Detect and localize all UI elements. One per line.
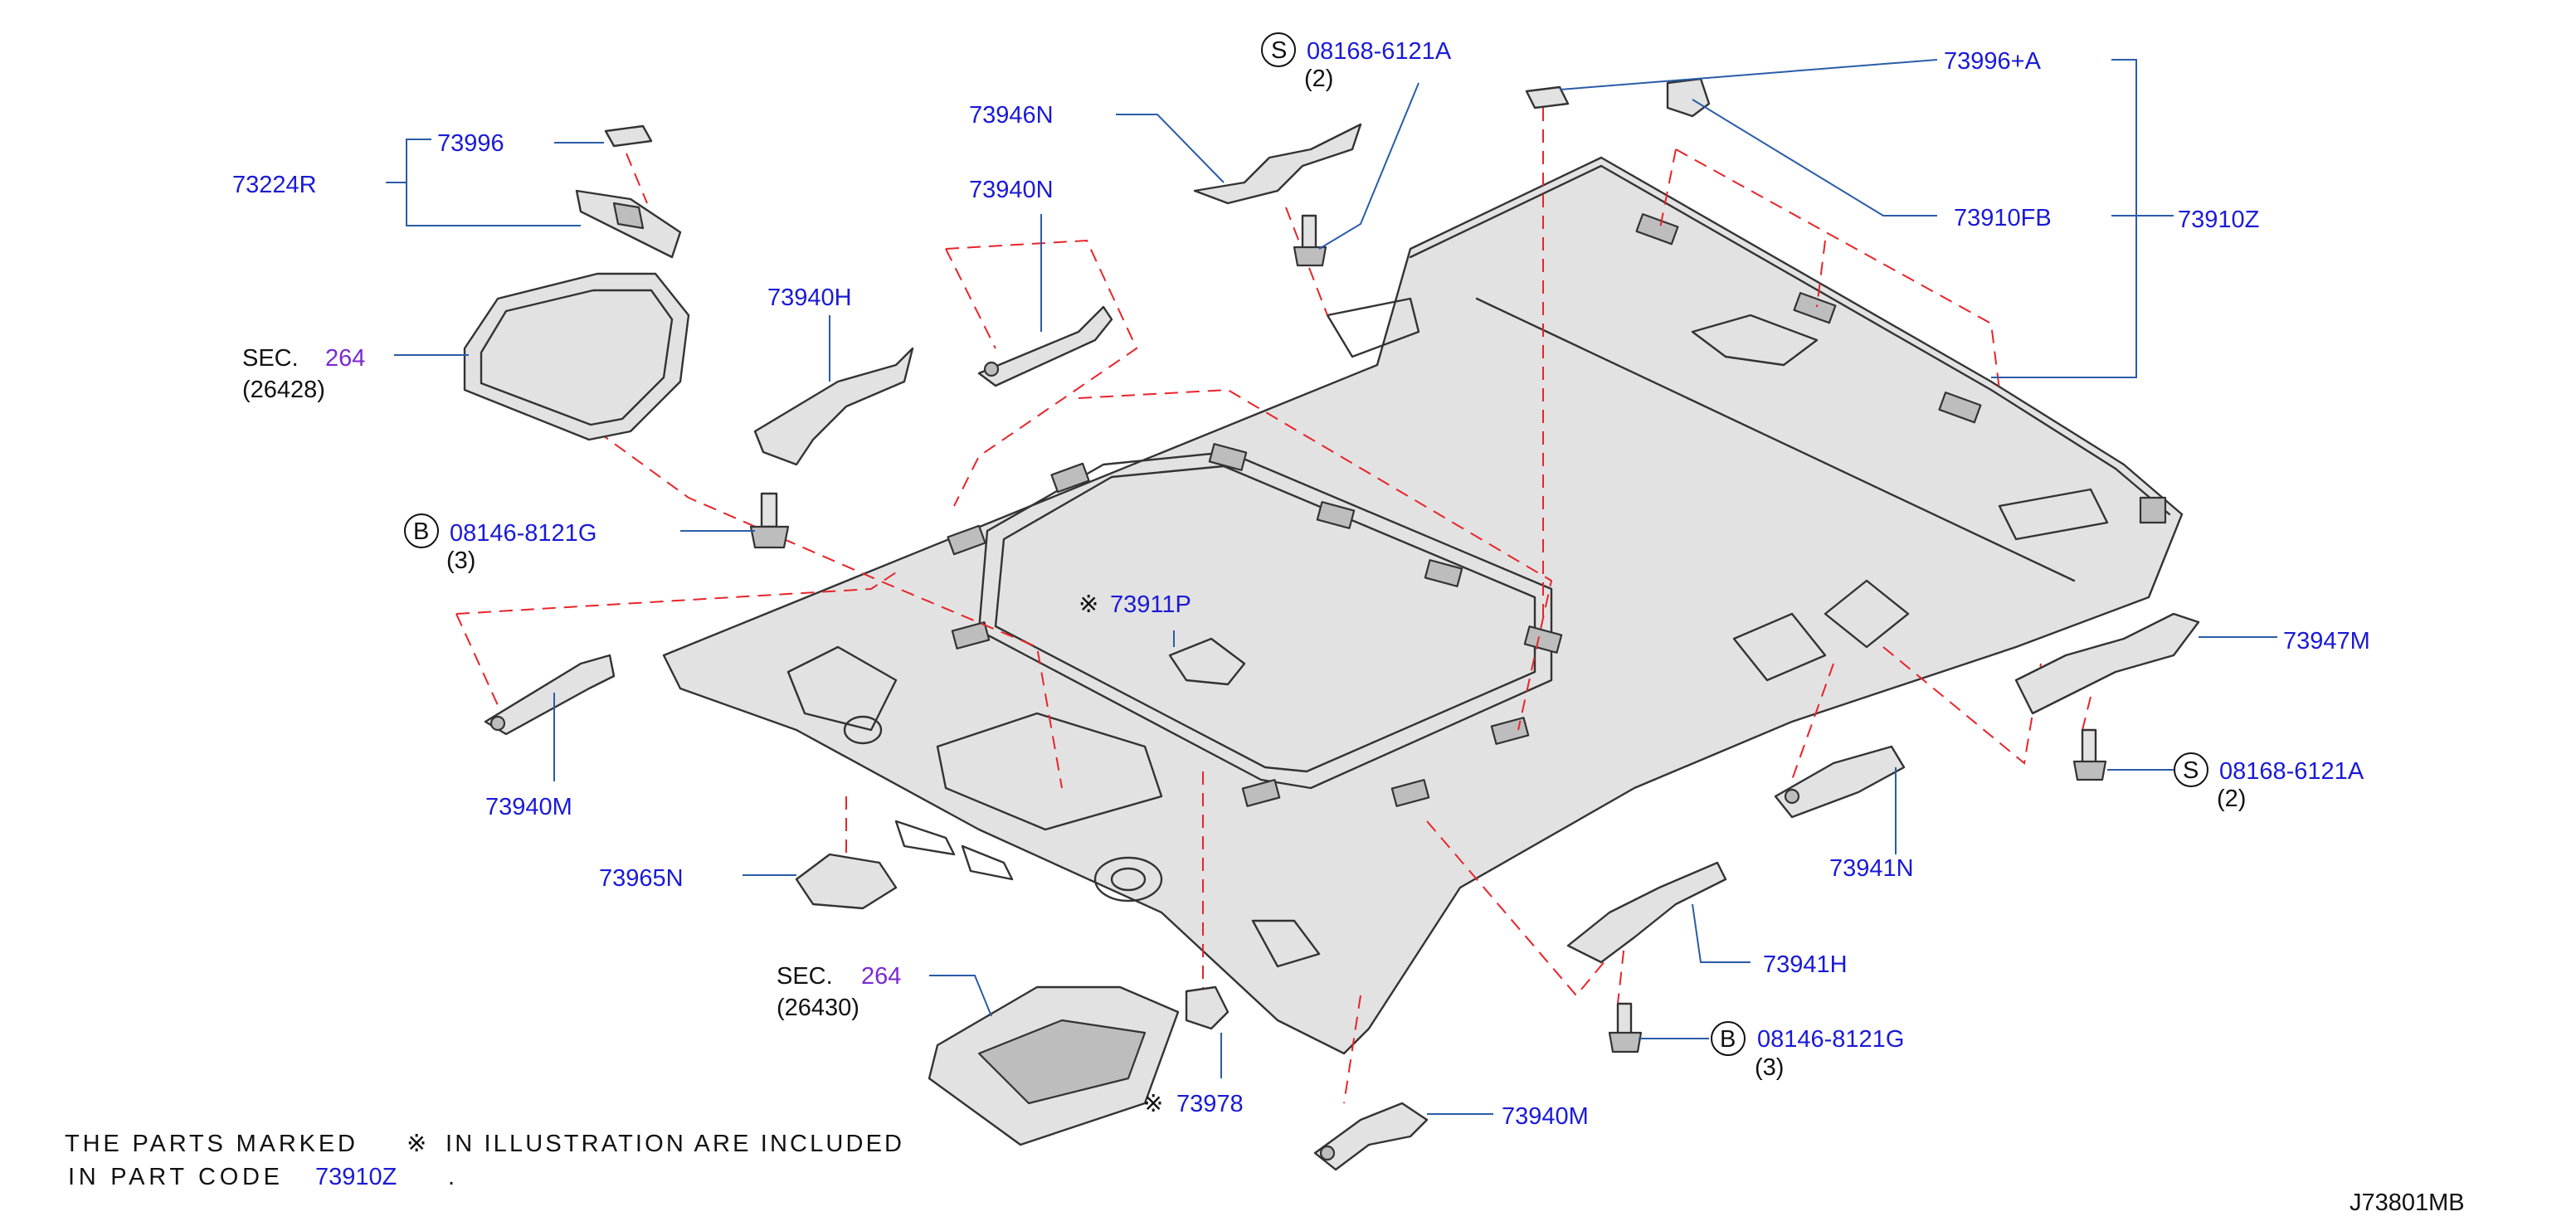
screw-symbol-circle-right (2174, 752, 2208, 787)
label-bolt2-letter: B (1720, 1026, 1736, 1053)
label-sec2-sub: (26430) (777, 995, 859, 1021)
label-screw2-qty: (2) (2217, 786, 2246, 812)
diagram-code: J73801MB (2350, 1190, 2465, 1216)
bolt-symbol-circle-bottom (1711, 1021, 1746, 1056)
label-73910FB[interactable]: 73910FB (1954, 205, 2052, 231)
part-screw-08168-top[interactable] (1293, 214, 1327, 267)
label-73940M-left[interactable]: 73940M (485, 794, 572, 820)
part-screw-08168-right[interactable] (2072, 728, 2107, 781)
label-73224R[interactable]: 73224R (232, 172, 317, 198)
label-73947M[interactable]: 73947M (2283, 628, 2370, 654)
part-73947M-bracket[interactable] (2014, 612, 2200, 715)
part-73946N-bracket[interactable] (1193, 123, 1362, 205)
part-73224R-clip[interactable] (575, 189, 682, 259)
note-line1-b: IN ILLUSTRATION ARE INCLUDED (446, 1131, 902, 1157)
label-sec1-number[interactable]: 264 (325, 345, 365, 372)
label-73940H[interactable]: 73940H (767, 285, 852, 311)
part-73941H-bracket[interactable] (1566, 861, 1727, 964)
label-screw2-letter: S (2183, 757, 2199, 784)
label-73996[interactable]: 73996 (437, 130, 504, 157)
label-bolt2-qty: (3) (1755, 1054, 1784, 1081)
leader-lines (386, 59, 2277, 1115)
label-bolt1-pn[interactable]: 08146-8121G (450, 520, 597, 547)
note-line2-a: IN PART CODE (68, 1164, 280, 1190)
label-73996A[interactable]: 73996+A (1944, 48, 2042, 75)
label-73941N[interactable]: 73941N (1829, 855, 1914, 882)
labels: 73996 73224R SEC. 264 (26428) 73940H B 0… (232, 32, 2370, 1130)
label-73911P[interactable]: 73911P (1110, 591, 1191, 618)
note-asterisk: ※ (407, 1131, 426, 1157)
label-bolt1-letter: B (413, 518, 429, 545)
label-bolt1-qty: (3) (446, 547, 475, 574)
label-73941H[interactable]: 73941H (1763, 951, 1848, 978)
label-screw1-qty: (2) (1304, 66, 1333, 92)
part-73940H-bracket[interactable] (753, 347, 914, 466)
asterisk-mark-73911P: ※ (1079, 591, 1098, 618)
label-73965N[interactable]: 73965N (599, 865, 684, 892)
label-sec2: SEC. (777, 963, 833, 990)
label-sec1: SEC. (242, 345, 299, 372)
footnote: THE PARTS MARKED ※ IN ILLUSTRATION ARE I… (65, 1131, 902, 1190)
asterisk-mark-73978: ※ (1143, 1091, 1163, 1117)
bolt-symbol-circle-left (404, 513, 439, 548)
label-screw1-letter: S (1271, 37, 1287, 64)
label-73978[interactable]: 73978 (1176, 1091, 1244, 1117)
label-73910Z[interactable]: 73910Z (2178, 207, 2259, 233)
label-sec2-number[interactable]: 264 (861, 963, 901, 990)
part-73940M-grip-left[interactable] (484, 654, 616, 736)
part-bolt-08146-bottom[interactable] (1608, 1002, 1643, 1053)
part-sec264-frame-left[interactable] (463, 272, 690, 441)
part-73996A-pad[interactable] (1525, 85, 1570, 109)
part-73910FB-clip[interactable] (1666, 77, 1711, 118)
label-bolt2-pn[interactable]: 08146-8121G (1757, 1026, 1904, 1053)
part-73978-holder[interactable] (1185, 985, 1230, 1030)
part-bolt-08146-left[interactable] (749, 492, 790, 549)
part-73941N-grip[interactable] (1774, 745, 1906, 819)
part-73940M-grip-bottom[interactable] (1313, 1102, 1429, 1171)
label-73940M-bottom[interactable]: 73940M (1502, 1103, 1589, 1130)
label-screw1-pn[interactable]: 08168-6121A (1307, 38, 1452, 65)
part-73911P-cover[interactable] (1168, 637, 1246, 686)
part-sec264-map-lamp[interactable] (928, 985, 1180, 1146)
note-line1-a: THE PARTS MARKED (65, 1131, 355, 1157)
note-line2-end: . (448, 1164, 455, 1190)
part-73996-pad[interactable] (604, 124, 653, 148)
label-screw2-pn[interactable]: 08168-6121A (2219, 758, 2364, 785)
screw-symbol-circle-top (1261, 32, 1296, 67)
headlining-panel[interactable] (662, 156, 2184, 1055)
part-73965N-cover[interactable] (795, 853, 898, 910)
note-part-code[interactable]: 73910Z (315, 1164, 397, 1190)
part-73940N-grip[interactable] (977, 305, 1113, 387)
label-73946N[interactable]: 73946N (969, 102, 1054, 129)
label-sec1-sub: (26428) (242, 377, 325, 403)
label-73940N[interactable]: 73940N (969, 177, 1054, 203)
